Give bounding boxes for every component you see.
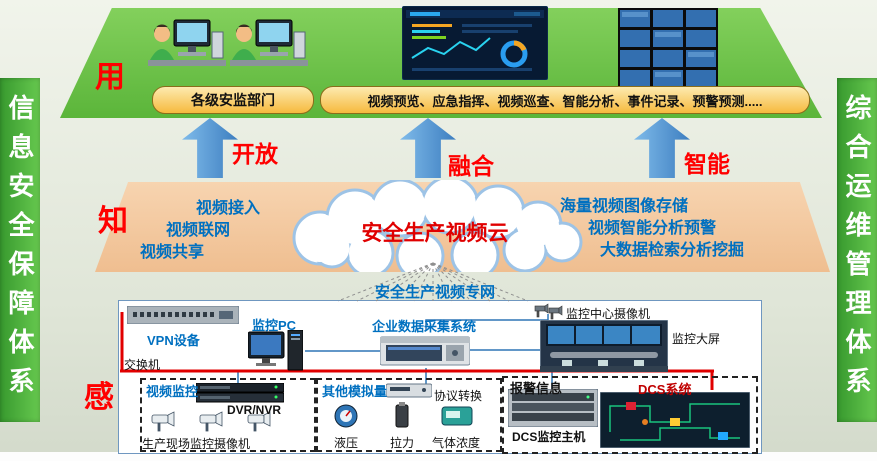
vpn-label: VPN设备 bbox=[147, 333, 200, 348]
video-group-box bbox=[140, 378, 316, 452]
dcs-host-label: DCS监控主机 bbox=[512, 430, 586, 444]
center-camera-icon bbox=[534, 303, 563, 320]
pc-image bbox=[248, 330, 303, 371]
sensor-label-hydraulic: 液压 bbox=[334, 436, 359, 450]
private-network-label: 安全生产视频专网 bbox=[374, 284, 495, 301]
bottom-strip bbox=[0, 452, 877, 461]
dvr-label: DVR/NVR bbox=[227, 403, 282, 417]
dcs-host-image bbox=[508, 389, 598, 427]
arrow-label-open: 开放 bbox=[232, 141, 278, 167]
band-item-storage: 海量视频图像存储 bbox=[560, 198, 689, 215]
switch-label: 交换机 bbox=[124, 358, 161, 372]
control-room-image bbox=[540, 320, 668, 372]
site-camera-icons bbox=[151, 411, 271, 432]
functions-box: 视频预览、应急指挥、视频巡查、智能分析、事件记录、预警预测..... bbox=[320, 86, 810, 114]
sensor-icons bbox=[334, 402, 473, 428]
layer-tag-sense: 感 bbox=[84, 381, 114, 414]
band-item-video-network: 视频联网 bbox=[166, 222, 231, 239]
monitor-pc-label: 监控PC bbox=[252, 318, 297, 333]
dept-box: 各级安监部门 bbox=[152, 86, 314, 114]
band-item-video-access: 视频接入 bbox=[196, 200, 261, 217]
dashboard-screen-image bbox=[402, 6, 548, 80]
cloud-shape bbox=[292, 180, 583, 272]
dvr-image bbox=[196, 383, 284, 403]
band-item-bigdata-mining: 大数据检索分析挖掘 bbox=[600, 242, 745, 259]
center-camera-label: 监控中心摄像机 bbox=[566, 307, 651, 321]
right-banner: 综合运维管理体系 bbox=[837, 78, 877, 422]
up-arrow-icon-left bbox=[182, 118, 238, 178]
dcs-screen-image bbox=[600, 392, 750, 448]
alarm-group-title: 报警信息 bbox=[510, 381, 563, 396]
data-acquisition-label: 企业数据采集系统 bbox=[372, 319, 477, 334]
dcs-system-label: DCS系统 bbox=[638, 382, 692, 397]
protocol-converter-label: 协议转换 bbox=[434, 389, 483, 403]
arrow-label-smart: 智能 bbox=[684, 151, 730, 177]
industrial-pc-image bbox=[380, 336, 470, 366]
video-wall-image bbox=[618, 8, 718, 90]
switch-image bbox=[127, 306, 239, 324]
layer-tag-use: 用 bbox=[95, 61, 125, 94]
sensor-label-tension: 拉力 bbox=[390, 436, 415, 450]
analog-group-title: 其他模拟量 bbox=[322, 384, 388, 399]
band-item-analysis-warning: 视频智能分析预警 bbox=[588, 220, 717, 237]
up-arrow-icon-right bbox=[634, 118, 690, 178]
arrow-label-fusion: 融合 bbox=[448, 153, 494, 179]
big-screen-label: 监控大屏 bbox=[672, 332, 721, 346]
operators-workstations-image bbox=[148, 19, 308, 67]
left-banner: 信息安全保障体系 bbox=[0, 78, 40, 422]
protocol-converter-image bbox=[386, 383, 432, 398]
cloud-title: 安全生产视频云 bbox=[361, 222, 509, 245]
site-camera-label: 生产现场监控摄像机 bbox=[142, 437, 251, 451]
sensor-label-gas: 气体浓度 bbox=[432, 436, 481, 450]
layer-tag-know: 知 bbox=[98, 205, 128, 238]
video-group-title: 视频监控 bbox=[146, 384, 199, 399]
analog-group-box bbox=[316, 378, 502, 452]
alarm-group-box bbox=[502, 376, 758, 454]
band-item-video-share: 视频共享 bbox=[140, 244, 205, 261]
